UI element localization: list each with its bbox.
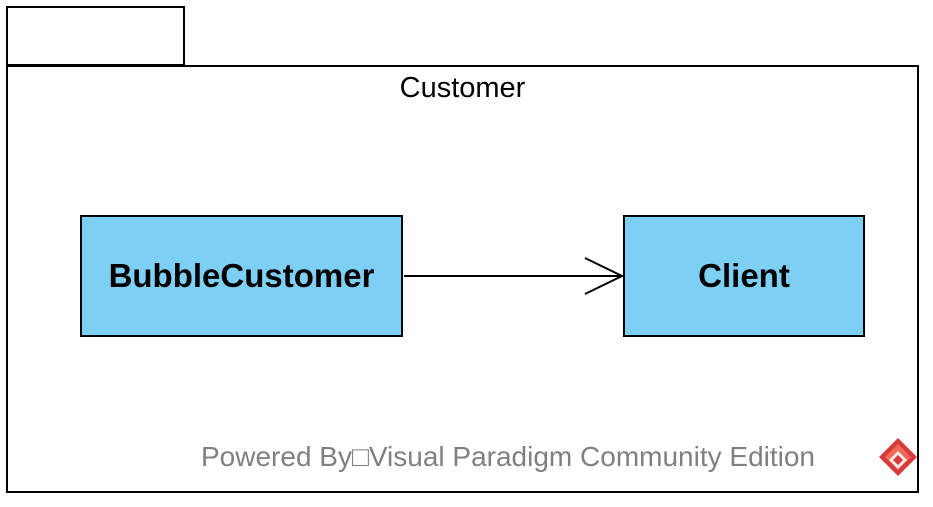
class-client[interactable]: Client xyxy=(623,215,865,337)
watermark-text: Powered By□Visual Paradigm Community Edi… xyxy=(201,441,816,472)
open-arrowhead-icon xyxy=(584,257,625,295)
visual-paradigm-logo-icon xyxy=(879,438,917,476)
class-bubble-customer[interactable]: BubbleCustomer xyxy=(80,215,403,337)
package-name: Customer xyxy=(399,72,526,104)
